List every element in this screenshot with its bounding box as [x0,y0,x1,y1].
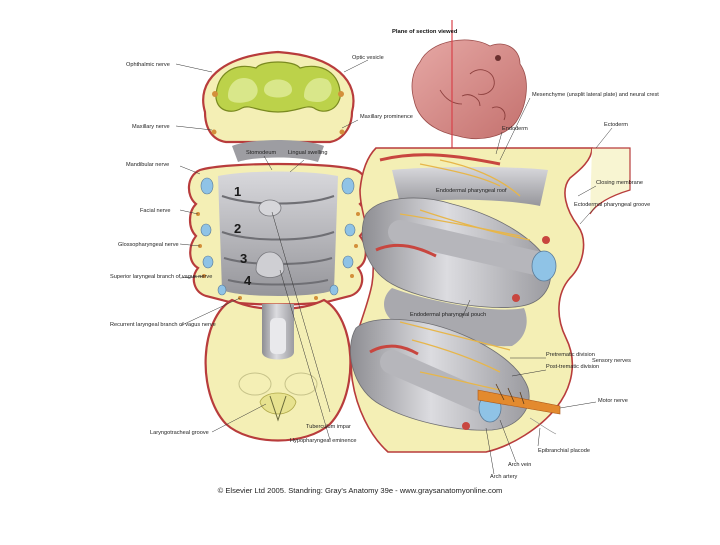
transverse-section: 1 2 3 4 [187,50,369,442]
label-endodermal-pharyngeal-roof: Endodermal pharyngeal roof [436,188,507,194]
arch-number-2: 2 [234,221,241,236]
label-motor-nerve: Motor nerve [598,398,628,404]
label-post-trematic-division: Post-trematic division [546,364,599,370]
label-mesenchyme: Mesenchyme (unsplit lateral plate) and n… [532,92,659,98]
label-lingual-swelling: Lingual swelling [288,150,328,156]
label-superior-laryngeal: Superior laryngeal branch of vagus nerve [110,274,212,280]
tuberculum-impar-shape [258,199,282,217]
arch-vein-upper [542,236,550,244]
label-optic-vesicle: Optic vesicle [352,55,384,61]
label-stomodeum: Stomodeum [246,150,276,156]
arch-number-3: 3 [240,251,247,266]
label-ophthalmic-nerve: Ophthalmic nerve [126,62,170,68]
label-tuberculum-impar: Tuberculum impar [306,424,351,430]
label-ectoderm: Ectoderm [604,122,628,128]
label-pretrematic-division: Pretrematic division [546,352,595,358]
arch-number-4: 4 [244,273,252,288]
label-maxillary-nerve: Maxillary nerve [132,124,170,130]
label-hypopharyngeal-eminence: Hypopharyngeal eminence [290,438,357,444]
hypopharyngeal-eminence-shape [255,251,285,278]
label-glossopharyngeal-nerve: Glossopharyngeal nerve [118,242,179,248]
embryo [411,39,527,139]
sensory-nerves-lines [399,159,531,391]
label-epibranchial-placode: Epibranchial placode [538,448,590,454]
laryngeal-section [204,298,352,442]
label-facial-nerve: Facial nerve [140,208,170,214]
label-recurrent-laryngeal: Recurrent laryngeal branch of vagus nerv… [110,322,216,328]
labels: Ophthalmic nerve Optic vesicle Maxillary… [110,55,659,480]
copyright-caption: © Elsevier Ltd 2005. Standring: Gray's A… [217,486,503,495]
plane-of-section-title: Plane of section viewed [392,29,458,35]
label-ectodermal-pharyngeal-groove: Ectodermal pharyngeal groove [574,202,650,208]
motor-nerve-shape [477,389,561,415]
arch-cutaway [350,147,631,453]
arch-vein-lower [462,422,470,430]
arch-artery-upper [531,250,557,282]
label-sensory-nerves: Sensory nerves [592,358,631,364]
ophthalmic-nerve-dot [212,91,218,97]
label-endodermal-pharyngeal-pouch: Endodermal pharyngeal pouch [410,312,486,318]
label-mandibular-nerve: Mandibular nerve [126,162,169,168]
embryo-inset: Plane of section viewed [392,20,527,150]
leader-lines [175,59,613,475]
arch-number-1: 1 [234,184,241,199]
label-arch-vein: Arch vein [508,462,531,468]
pharyngeal-roof [392,167,548,206]
stomodeum-cavity [232,140,324,162]
label-arch-artery: Arch artery [490,474,518,480]
label-laryngotracheal-groove: Laryngotracheal groove [150,430,209,436]
label-closing-membrane: Closing membrane [596,180,643,186]
label-endoderm: Endoderm [502,126,528,132]
label-maxillary-prominence: Maxillary prominence [360,114,413,120]
